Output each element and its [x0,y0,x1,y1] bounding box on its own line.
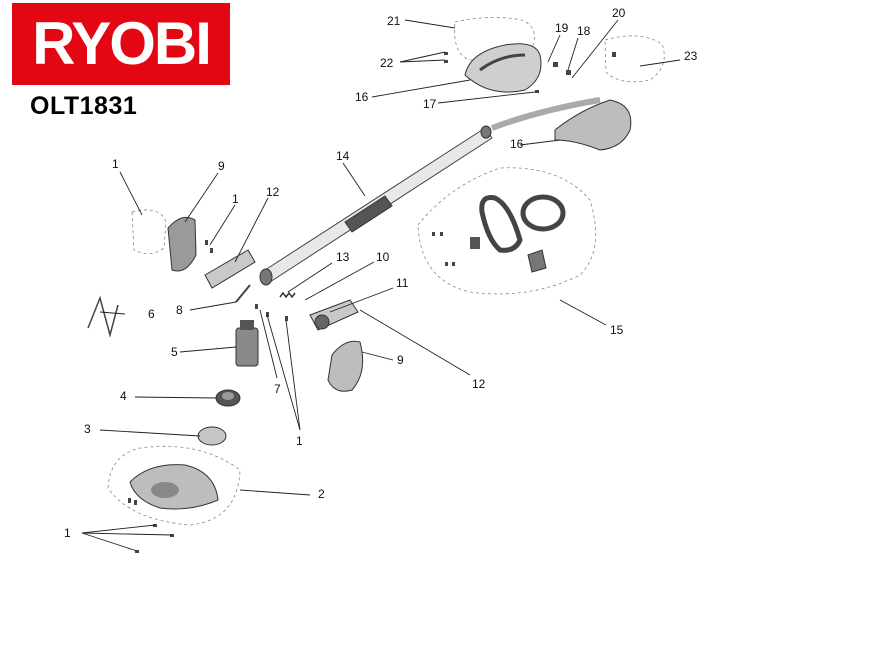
callout-19: 19 [555,21,569,35]
motor [235,320,259,367]
spring [279,291,296,299]
callout-15: 15 [610,323,624,337]
callout-2: 2 [318,487,325,501]
callout-1-upper: 1 [112,157,119,171]
line-cutter [235,284,251,303]
callout-7: 7 [274,382,281,396]
callout-labels: 21 22 19 18 20 23 16 17 16 14 1 9 1 12 1… [64,6,698,540]
leader-lines [81,19,681,552]
motor-housing-right [327,340,364,392]
callout-14: 14 [336,149,350,163]
callout-17: 17 [423,97,437,111]
callout-1-lower: 1 [296,434,303,448]
ryobi-logo: RYOBI [12,3,230,85]
callout-20: 20 [612,6,626,20]
spool-cap [197,426,227,446]
callout-22: 22 [380,56,394,70]
clamp-right [309,299,359,331]
motor-housing-left [167,216,197,272]
guard [129,464,219,510]
shaft-assembly [259,125,493,286]
logo-text: RYOBI [32,10,212,77]
callout-12-right: 12 [472,377,486,391]
callout-11: 11 [396,276,409,290]
screws [128,52,616,553]
callout-18: 18 [577,24,591,38]
callout-12-left: 12 [266,185,280,199]
callout-5: 5 [171,345,178,359]
callout-21: 21 [387,14,401,28]
group-outline-23 [604,35,665,83]
upper-housing [464,43,542,93]
group-outline-2 [107,445,241,526]
callout-23: 23 [684,49,698,63]
callout-4: 4 [120,389,127,403]
auxiliary-handle [470,194,566,273]
callout-16-top: 16 [355,90,369,104]
callout-3: 3 [84,422,91,436]
edge-guide [87,295,119,338]
model-number: OLT1831 [30,92,138,120]
callout-13: 13 [336,250,350,264]
clamp-left [204,249,256,289]
group-outline-21 [454,17,535,61]
spool [215,389,241,407]
callout-9-left: 9 [218,159,225,173]
callout-1-bottom: 1 [64,526,71,540]
callout-16-right: 16 [510,137,524,151]
group-outline-15 [417,167,596,295]
group-outline-1-left [131,209,167,254]
callout-1-mid: 1 [232,192,239,206]
callout-8: 8 [176,303,183,317]
callout-6: 6 [148,307,155,321]
callout-10: 10 [376,250,390,264]
callout-9-right: 9 [397,353,404,367]
rear-handle [490,97,632,151]
